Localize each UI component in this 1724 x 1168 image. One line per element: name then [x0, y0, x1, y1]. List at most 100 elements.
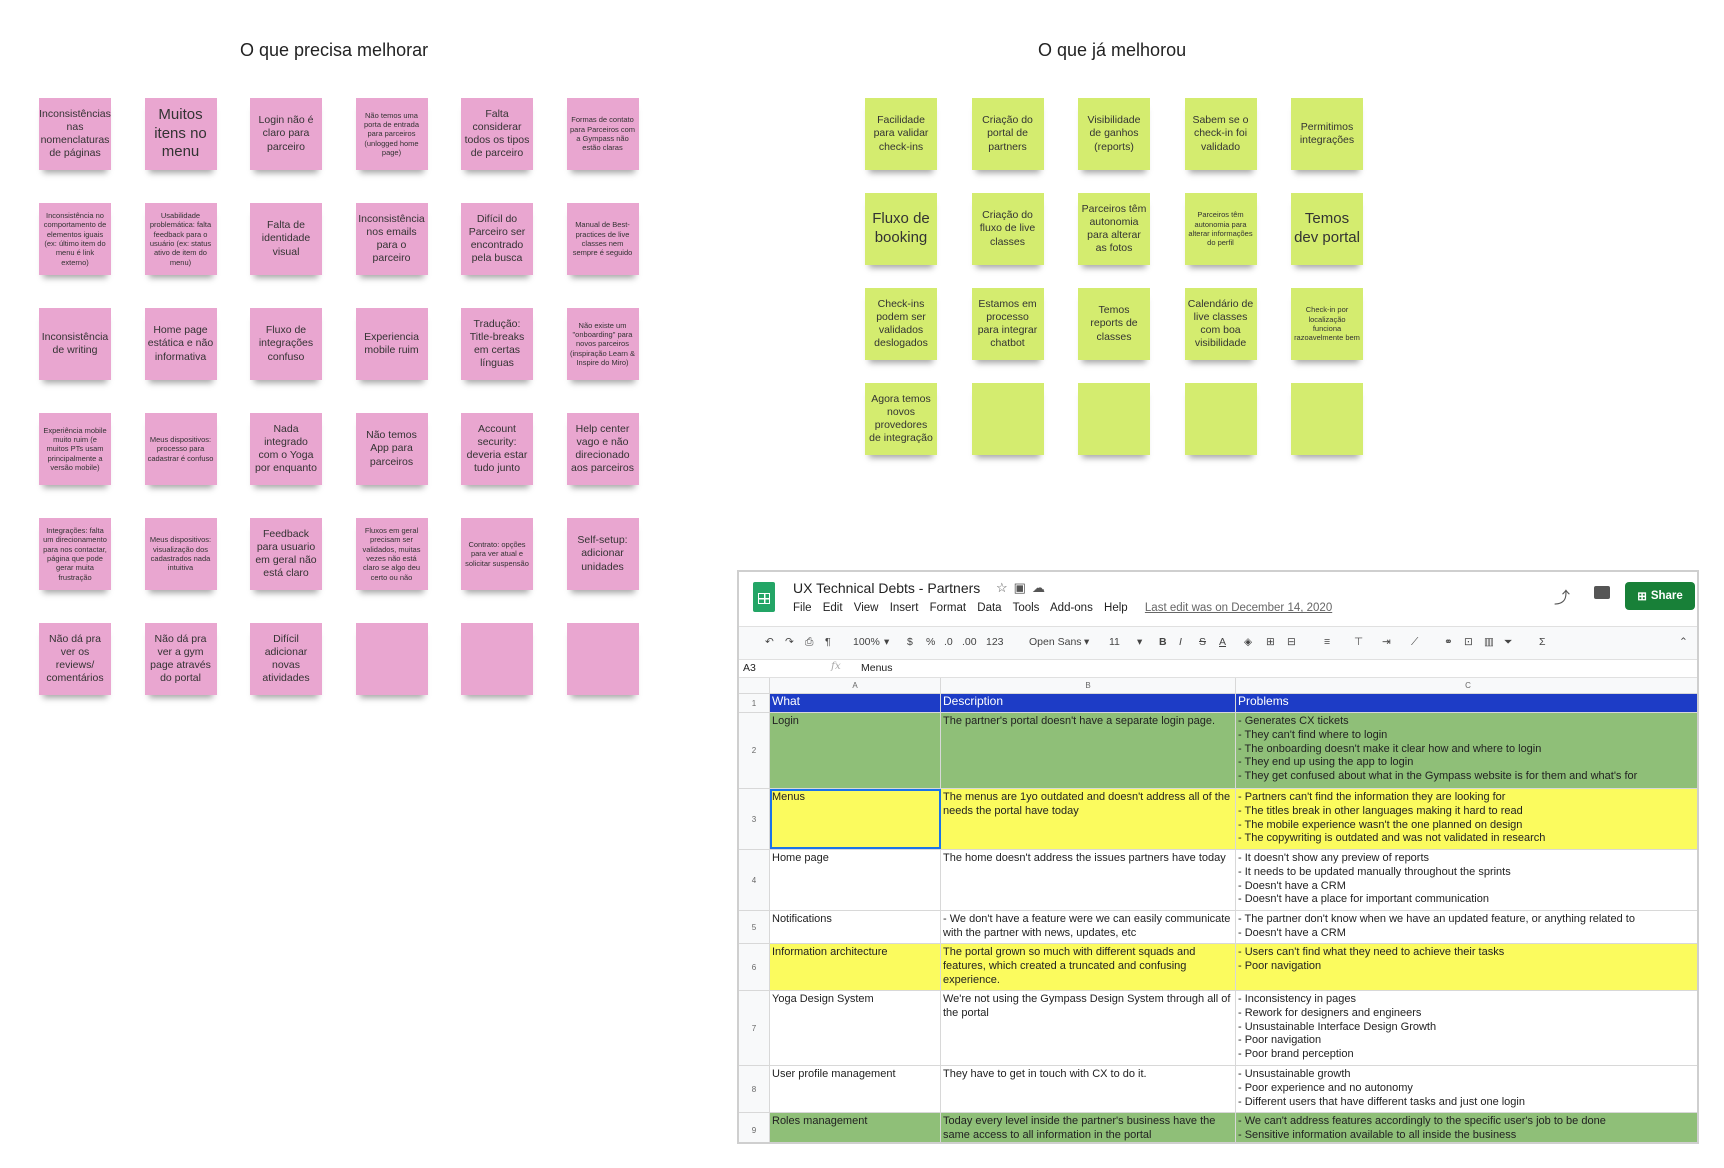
text-wrap-icon[interactable]: ⇥: [1382, 636, 1391, 648]
cell-what[interactable]: Information architecture: [770, 944, 941, 990]
green-sticky-note[interactable]: Parceiros têm autonomia para alterar as …: [1078, 193, 1150, 265]
pink-sticky-note[interactable]: Difícil adicionar novas atividades: [250, 623, 322, 695]
green-sticky-note[interactable]: [1291, 383, 1363, 455]
document-title[interactable]: UX Technical Debts - Partners: [793, 580, 981, 596]
pink-sticky-note[interactable]: Account security: deveria estar tudo jun…: [461, 413, 533, 485]
pink-sticky-note[interactable]: Manual de Best-practices de live classes…: [566, 203, 639, 275]
row-number[interactable]: 1: [739, 694, 770, 712]
green-sticky-note[interactable]: Calendário de live classes com boa visib…: [1184, 288, 1257, 360]
cell-description[interactable]: We're not using the Gympass Design Syste…: [941, 991, 1236, 1065]
pink-sticky-note[interactable]: Meus dispositivos: processo para cadastr…: [144, 413, 217, 485]
fill-color-icon[interactable]: ◈: [1244, 636, 1253, 648]
menu-addons[interactable]: Add-ons: [1050, 602, 1093, 614]
pink-sticky-note[interactable]: Inconsistência nos emails para o parceir…: [355, 203, 428, 275]
activity-trend-icon[interactable]: ⤴: [1554, 590, 1571, 607]
redo-icon[interactable]: ↷: [785, 636, 794, 648]
cell-problems[interactable]: - Inconsistency in pages- Rework for des…: [1236, 991, 1697, 1065]
cell-description[interactable]: They have to get in touch with CX to do …: [941, 1066, 1236, 1112]
formula-input[interactable]: Menus: [861, 662, 893, 674]
pink-sticky-note[interactable]: [566, 623, 639, 695]
corner-select-all[interactable]: [739, 678, 770, 694]
header-cell-description[interactable]: Description: [941, 694, 1236, 712]
pink-sticky-note[interactable]: Não temos App para parceiros: [355, 413, 428, 485]
pink-sticky-note[interactable]: Não existe um "onboarding" para novos pa…: [566, 308, 639, 380]
filter-icon[interactable]: ⏷: [1504, 636, 1513, 648]
align-left-icon[interactable]: ≡: [1324, 636, 1331, 648]
cell-problems[interactable]: - The partner don't know when we have an…: [1236, 911, 1697, 943]
undo-icon[interactable]: ↶: [765, 636, 774, 648]
green-sticky-note[interactable]: Permitimos integrações: [1291, 98, 1363, 170]
row-number[interactable]: 3: [739, 789, 770, 849]
cell-description[interactable]: The menus are 1yo outdated and doesn't a…: [941, 789, 1236, 849]
text-rotation-icon[interactable]: ⟋: [1411, 636, 1419, 648]
sheets-logo-icon[interactable]: [753, 582, 775, 612]
pink-sticky-note[interactable]: Fluxos em geral precisam ser validados, …: [355, 518, 428, 590]
pink-sticky-note[interactable]: Difícil do Parceiro ser encontrado pela …: [461, 203, 533, 275]
cell-what[interactable]: Home page: [770, 850, 941, 910]
green-sticky-note[interactable]: Agora temos novos provedores de integraç…: [865, 383, 937, 455]
bold-button[interactable]: B: [1159, 636, 1167, 648]
pink-sticky-note[interactable]: Experiencia mobile ruim: [355, 308, 428, 380]
cell-description[interactable]: The partner's portal doesn't have a sepa…: [941, 713, 1236, 788]
green-sticky-note[interactable]: [1078, 383, 1150, 455]
cell-problems[interactable]: - It doesn't show any preview of reports…: [1236, 850, 1697, 910]
column-header-a[interactable]: A: [770, 678, 941, 694]
pink-sticky-note[interactable]: Falta considerar todos os tipos de parce…: [461, 98, 533, 170]
green-sticky-note[interactable]: Estamos em processo para integrar chatbo…: [971, 288, 1044, 360]
pink-sticky-note[interactable]: Contrato: opções para ver atual e solici…: [461, 518, 533, 590]
menu-edit[interactable]: Edit: [822, 602, 843, 614]
cloud-status-icon[interactable]: ☁: [1031, 580, 1051, 595]
row-number[interactable]: 5: [739, 911, 770, 943]
menu-data[interactable]: Data: [977, 602, 1002, 614]
menu-help[interactable]: Help: [1104, 602, 1128, 614]
more-formats-button[interactable]: 123: [986, 636, 1004, 648]
pink-sticky-note[interactable]: Help center vago e não direcionado aos p…: [566, 413, 639, 485]
cell-description[interactable]: Today every level inside the partner's b…: [941, 1113, 1236, 1142]
pink-sticky-note[interactable]: Experiência mobile muito ruim (e muitos …: [39, 413, 111, 485]
menu-file[interactable]: File: [793, 602, 812, 614]
pink-sticky-note[interactable]: Home page estática e não informativa: [144, 308, 217, 380]
insert-chart-icon[interactable]: ▥: [1484, 636, 1494, 648]
green-sticky-note[interactable]: Parceiros têm autonomia para alterar inf…: [1184, 193, 1257, 265]
move-folder-icon[interactable]: ▣: [1013, 580, 1032, 595]
increase-decimal-button[interactable]: .00: [962, 636, 977, 648]
green-sticky-note[interactable]: [1184, 383, 1257, 455]
green-sticky-note[interactable]: Criação do portal de partners: [971, 98, 1044, 170]
pink-sticky-note[interactable]: Falta de identidade visual: [250, 203, 322, 275]
green-sticky-note[interactable]: Temos dev portal: [1291, 193, 1363, 265]
pink-sticky-note[interactable]: Fluxo de integrações confuso: [250, 308, 322, 380]
paint-format-icon[interactable]: ¶: [825, 636, 831, 648]
pink-sticky-note[interactable]: Self-setup: adicionar unidades: [566, 518, 639, 590]
decrease-decimal-button[interactable]: .0: [944, 636, 953, 648]
strikethrough-button[interactable]: S: [1199, 636, 1207, 648]
header-cell-problems[interactable]: Problems: [1236, 694, 1697, 712]
functions-button[interactable]: Σ: [1539, 636, 1546, 648]
pink-sticky-note[interactable]: Integrações: falta um direcionamento par…: [39, 518, 111, 590]
pink-sticky-note[interactable]: [355, 623, 428, 695]
row-number[interactable]: 6: [739, 944, 770, 990]
percent-format-button[interactable]: %: [926, 636, 936, 648]
print-icon[interactable]: ⎙: [805, 636, 814, 648]
column-header-b[interactable]: B: [941, 678, 1236, 694]
cell-what[interactable]: Login: [770, 713, 941, 788]
green-sticky-note[interactable]: Check-in por localização funciona razoav…: [1291, 288, 1363, 360]
cell-description[interactable]: The home doesn't address the issues part…: [941, 850, 1236, 910]
row-number[interactable]: 7: [739, 991, 770, 1065]
cell-what[interactable]: Notifications: [770, 911, 941, 943]
pink-sticky-note[interactable]: Inconsistências nas nomenclaturas de pág…: [39, 98, 111, 170]
cell-problems[interactable]: - Generates CX tickets- They can't find …: [1236, 713, 1697, 788]
green-sticky-note[interactable]: [971, 383, 1044, 455]
green-sticky-note[interactable]: Temos reports de classes: [1078, 288, 1150, 360]
pink-sticky-note[interactable]: Meus dispositivos: visualização dos cada…: [144, 518, 217, 590]
pink-sticky-note[interactable]: Feedback para usuario em geral não está …: [250, 518, 322, 590]
cell-problems[interactable]: - Partners can't find the information th…: [1236, 789, 1697, 849]
cell-what[interactable]: Menus: [770, 789, 941, 849]
pink-sticky-note[interactable]: Inconsistência de writing: [39, 308, 111, 380]
borders-icon[interactable]: ⊞: [1266, 636, 1275, 648]
pink-sticky-note[interactable]: Não dá pra ver a gym page através do por…: [144, 623, 217, 695]
row-number[interactable]: 2: [739, 713, 770, 788]
green-sticky-note[interactable]: Check-ins podem ser validados deslogados: [865, 288, 937, 360]
comment-icon[interactable]: [1594, 586, 1610, 599]
collapse-toolbar-icon[interactable]: ⌃: [1679, 636, 1688, 648]
currency-format-button[interactable]: $: [907, 636, 913, 648]
